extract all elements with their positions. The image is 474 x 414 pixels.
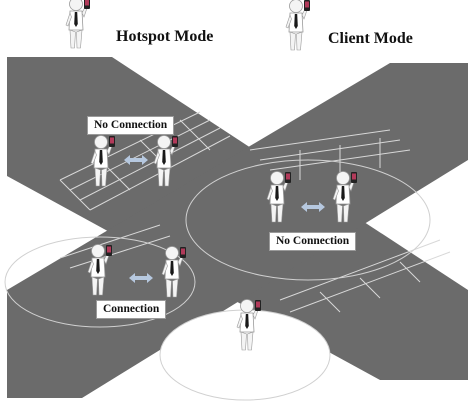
client-mode-label: Client Mode [328,30,413,47]
hotspot-person-icon [65,0,91,49]
range-circle-right [185,159,431,281]
no-connection-label-top: No Connection [87,116,175,135]
connection-label: Connection [96,300,167,319]
client-person-icon [285,0,311,51]
hotspot-mode-label: Hotspot Mode [116,28,214,45]
range-circle-left [4,236,196,328]
no-connection-label-right: No Connection [269,232,357,251]
